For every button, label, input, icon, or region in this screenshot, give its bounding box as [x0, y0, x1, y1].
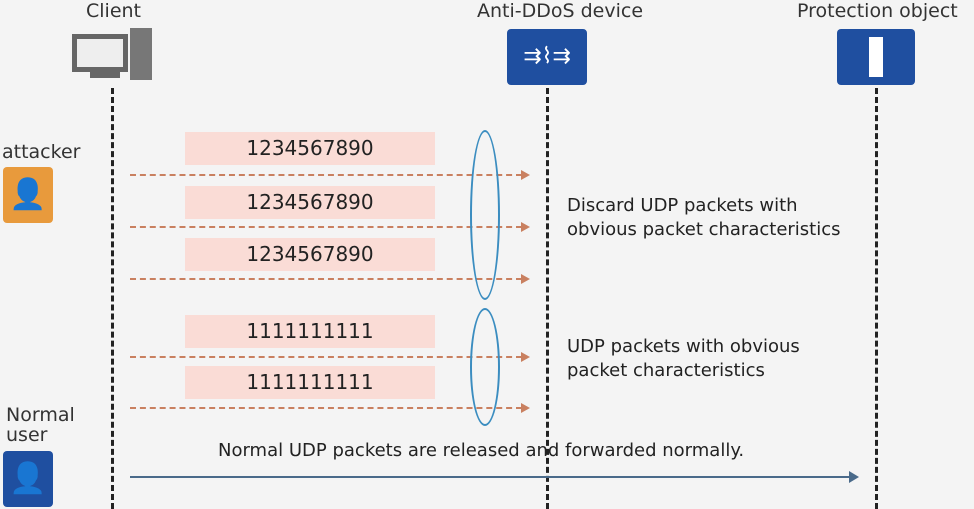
server-icon: [837, 29, 915, 85]
attacker-label: attacker: [2, 141, 81, 163]
pattern-arrow: [130, 352, 530, 362]
anti-ddos-device-icon: ⇉⌇⇉: [507, 29, 587, 85]
device-label: Anti-DDoS device: [477, 0, 644, 22]
client-label: Client: [86, 0, 142, 22]
protection-lifeline: [875, 88, 878, 509]
pattern-arrow: [130, 403, 530, 413]
normal-user-icon: 👤: [3, 451, 53, 507]
pattern-ellipse: [470, 308, 500, 426]
attack-packet: 1234567890: [185, 238, 435, 271]
attacker-icon: 👤: [3, 167, 53, 223]
pattern-packet: 1111111111: [185, 366, 435, 399]
discard-note: Discard UDP packets with obvious packet …: [567, 195, 841, 240]
discard-ellipse: [470, 130, 500, 300]
client-computer-icon: [72, 28, 154, 80]
attack-arrow: [130, 222, 530, 232]
normal-traffic-arrow: [130, 471, 859, 483]
client-lifeline: [111, 88, 114, 509]
attack-packet: 1234567890: [185, 186, 435, 219]
device-lifeline: [546, 88, 549, 509]
attack-arrow: [130, 274, 530, 284]
normal-note: Normal UDP packets are released and forw…: [218, 440, 745, 461]
normal-user-label: Normal user: [6, 404, 75, 446]
attack-packet: 1234567890: [185, 132, 435, 165]
pattern-packet: 1111111111: [185, 315, 435, 348]
protection-object-label: Protection object: [797, 0, 958, 22]
pattern-note: UDP packets with obvious packet characte…: [567, 336, 800, 381]
attack-arrow: [130, 170, 530, 180]
